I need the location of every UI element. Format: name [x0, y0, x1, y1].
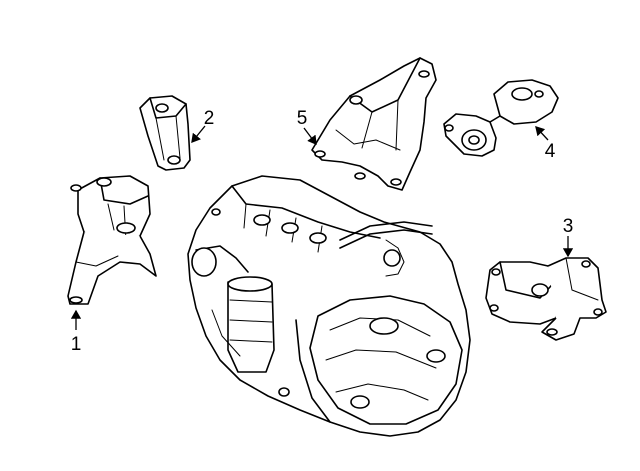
part-4-rear-mount[interactable] [443, 79, 559, 157]
engine-transmission-assembly [187, 175, 471, 437]
callout-4: 4 [545, 141, 556, 162]
callout-5: 5 [297, 108, 308, 129]
part-2-bracket[interactable] [139, 95, 191, 171]
part-1-engine-mount[interactable] [67, 175, 157, 305]
part-3-transmission-mount[interactable] [485, 257, 607, 341]
callout-2: 2 [204, 108, 215, 129]
part-5-bracket[interactable] [311, 57, 437, 191]
callout-1: 1 [71, 334, 82, 355]
callout-3: 3 [563, 216, 574, 237]
